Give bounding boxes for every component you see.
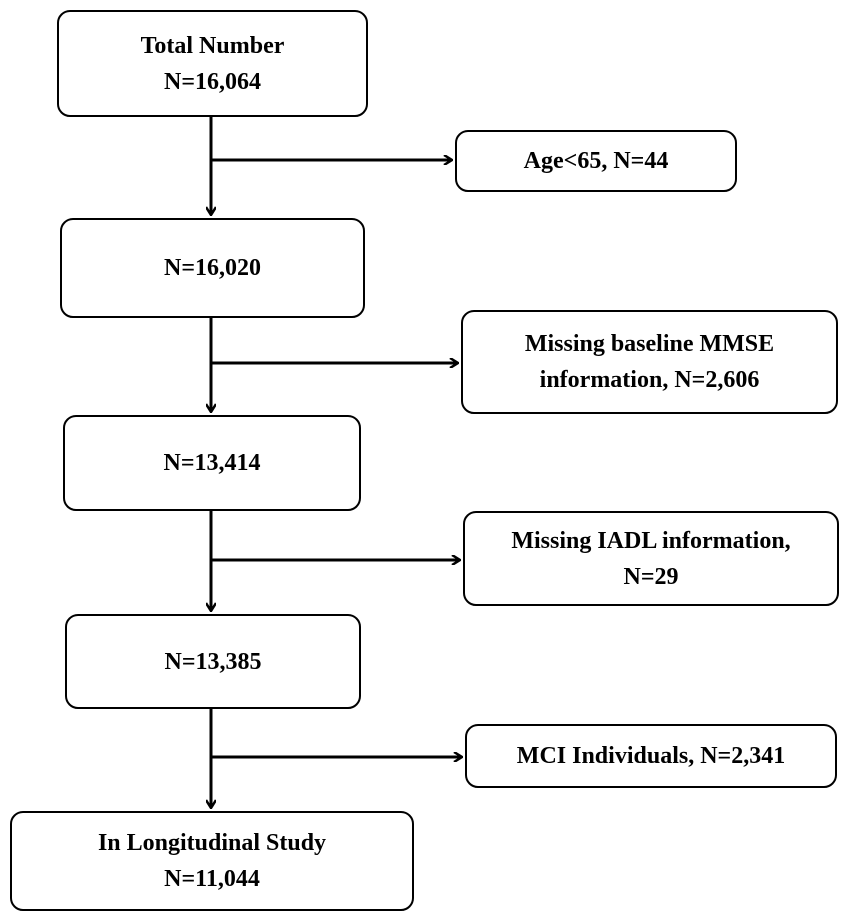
step-2-count: N=16,020 — [163, 255, 261, 281]
final-cohort-label: In Longitudinal Study — [97, 830, 327, 856]
exclusion-mmse-line2: information, N=2,606 — [539, 367, 760, 393]
total-number-count: N=16,064 — [163, 68, 261, 95]
step-4-count: N=13,385 — [164, 648, 262, 675]
total-number-label: Total Number — [140, 32, 285, 59]
exclusion-mci-box: MCI Individuals, N=2,341 — [465, 724, 837, 788]
exclusion-age-box: Age<65, N=44 — [455, 130, 737, 192]
step-2-box: N=16,020 — [60, 218, 365, 318]
step-3-box: N=13,414 — [63, 415, 361, 511]
final-cohort-count: N=11,044 — [164, 866, 260, 892]
exclusion-mmse-line1: Missing baseline MMSE — [524, 331, 775, 357]
step-4-box: N=13,385 — [65, 614, 361, 709]
total-number-box: Total Number N=16,064 — [57, 10, 368, 117]
exclusion-age-text: Age<65, N=44 — [523, 148, 669, 174]
exclusion-iadl-box: Missing IADL information, N=29 — [463, 511, 839, 606]
exclusion-iadl-line1: Missing IADL information, — [511, 527, 791, 554]
final-cohort-box: In Longitudinal Study N=11,044 — [10, 811, 414, 911]
exclusion-mci-text: MCI Individuals, N=2,341 — [516, 743, 786, 769]
exclusion-iadl-line2: N=29 — [623, 563, 679, 590]
step-3-count: N=13,414 — [163, 450, 261, 476]
exclusion-mmse-box: Missing baseline MMSE information, N=2,6… — [461, 310, 838, 414]
